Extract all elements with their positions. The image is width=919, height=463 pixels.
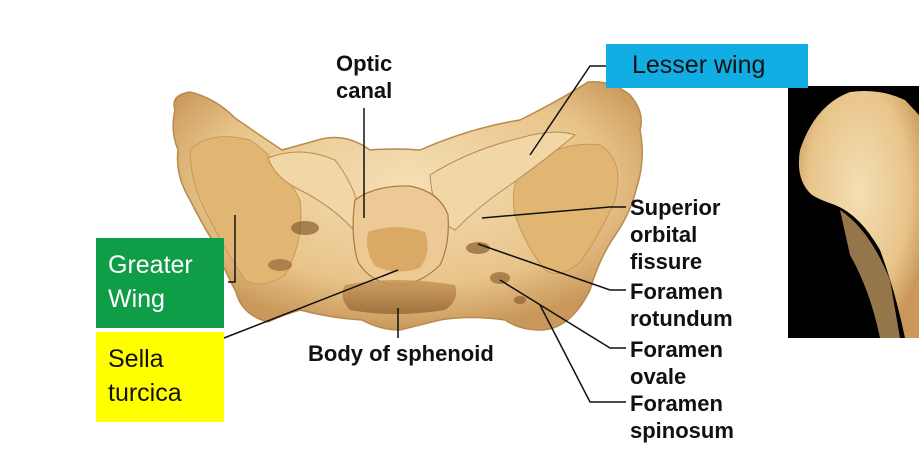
greater-wing-box: Greater Wing [96, 238, 224, 328]
leader-sella-turcica [223, 269, 399, 339]
foramen-ovale-label: Foramen ovale [630, 337, 723, 389]
sella-turcica-box: Sella turcica [96, 332, 224, 422]
leader-foramen-rotundum [477, 243, 626, 291]
leader-lesser-wing [529, 65, 606, 156]
optic-canal-label: Optic canal [336, 51, 393, 103]
foramen-spinosum-label: Foramen spinosum [630, 391, 734, 443]
body-of-sphenoid-label: Body of sphenoid [308, 341, 494, 366]
leader-greater-wing [228, 215, 236, 283]
leader-superior-orbital-fissure [481, 206, 626, 219]
leader-foramen-spinosum [539, 304, 626, 403]
superior-orbital-fissure-label: Superior orbital fissure [630, 195, 721, 274]
leader-foramen-ovale [499, 279, 626, 349]
sphenoid-bone [172, 81, 643, 331]
lesser-wing-box: Lesser wing [606, 44, 808, 88]
foramen-rotundum-label: Foramen rotundum [630, 279, 733, 331]
inset-photo [788, 86, 919, 338]
leader-lines [223, 65, 626, 403]
